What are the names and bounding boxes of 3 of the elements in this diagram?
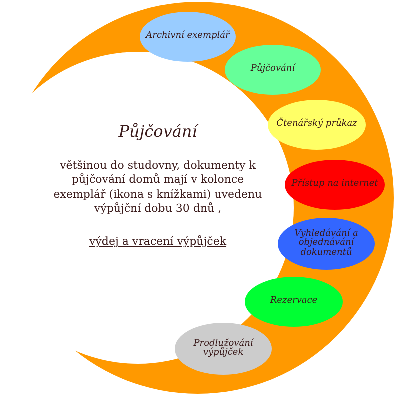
link: výdej a vracení výpůjček [89,235,227,248]
body-text: většinou do studovny, dokumenty k půjčování domů mají v kolonce exemplář (ikona s knížkami) uvedenu výpůjční dobu 30 dnů , [52,159,264,216]
heading: Půjčování [118,122,198,141]
